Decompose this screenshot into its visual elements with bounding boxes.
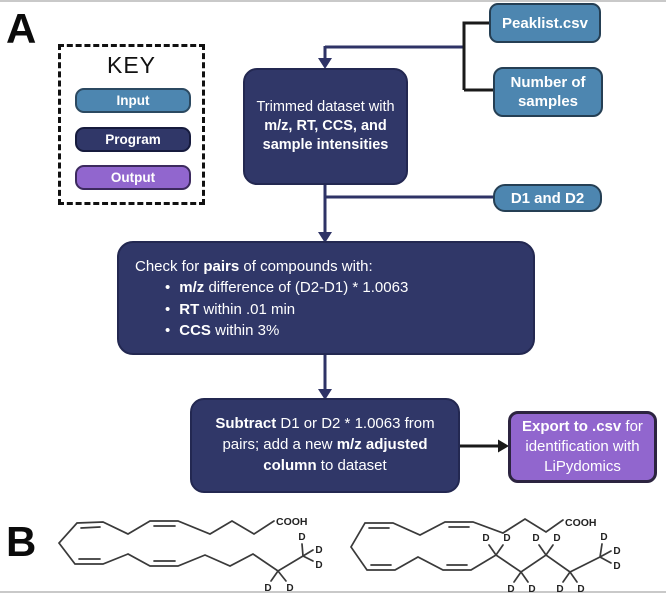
key-legend: KEY Input Program Output: [58, 44, 205, 205]
panel-a-label: A: [6, 5, 37, 52]
check-bullet-rt: • RT within .01 min: [165, 299, 408, 320]
subtract-box: Subtract D1 or D2 * 1.0063 from pairs; a…: [190, 398, 460, 493]
deuterium-label: D: [482, 533, 489, 544]
key-item-output: Output: [75, 165, 191, 190]
peaklist-box: Peaklist.csv: [489, 3, 601, 43]
check-bullet-list: • m/z difference of (D2-D1) * 1.0063 • R…: [165, 277, 408, 341]
deuterium-label: D: [613, 561, 620, 572]
d-bond: [270, 570, 287, 582]
bullet-icon: •: [165, 321, 171, 339]
export-text: Export to .csv for identification with L…: [522, 417, 643, 476]
deuterium-label: D: [298, 532, 305, 543]
deuterium-label: D: [315, 560, 322, 571]
d-bond: [562, 571, 578, 583]
check-bullet-ccs: • CCS within 3%: [165, 320, 408, 341]
d1-d2-label: D1 and D2: [510, 189, 585, 207]
trimmed-dataset-text: Trimmed dataset with m/z, RT, CCS, and s…: [256, 98, 395, 154]
export-box: Export to .csv for identification with L…: [508, 411, 657, 483]
double-bond: [80, 526, 101, 529]
molecule-skeleton: [57, 520, 304, 573]
check-pairs-box: Check for pairs of compounds with: • m/z…: [117, 241, 535, 355]
number-of-samples-box: Number of samples: [493, 67, 603, 117]
molecule-skeleton: [349, 517, 601, 574]
peaklist-label: Peaklist.csv: [502, 14, 588, 32]
bullet-icon: •: [165, 279, 171, 297]
d-bond: [488, 544, 504, 556]
number-of-samples-label: Number of samples: [510, 73, 586, 111]
deuterium-label: D: [613, 546, 620, 557]
deuterium-label: D: [577, 584, 584, 594]
check-bullet-mz: • m/z difference of (D2-D1) * 1.0063: [165, 277, 408, 298]
bullet-icon: •: [165, 300, 171, 318]
trimmed-dataset-box: Trimmed dataset with m/z, RT, CCS, and s…: [243, 68, 408, 185]
deuterium-label: D: [315, 545, 322, 556]
deuterium-label: D: [600, 532, 607, 543]
key-item-input: Input: [75, 88, 191, 113]
deuterium-label: D: [553, 533, 560, 544]
deuterium-label: D: [507, 584, 514, 594]
deuterium-label: D: [286, 583, 293, 594]
cooh-label: COOH: [276, 516, 308, 528]
key-item-program: Program: [75, 127, 191, 152]
key-title: KEY: [106, 52, 157, 78]
subtract-text: Subtract D1 or D2 * 1.0063 from pairs; a…: [215, 415, 435, 474]
deuterium-label: D: [556, 584, 563, 594]
d-bond: [599, 543, 612, 564]
figure-bottom-rule: [0, 591, 666, 593]
molecule-d5-structure: COOH D D D D D: [57, 516, 323, 594]
d1-d2-box: D1 and D2: [493, 184, 602, 212]
figure-top-rule: [0, 0, 666, 2]
deuterium-label: D: [528, 584, 535, 594]
d-bond: [538, 544, 554, 556]
cooh-label: COOH: [565, 517, 597, 529]
deuterium-label: D: [503, 533, 510, 544]
deuterium-label: D: [532, 533, 539, 544]
d-bond: [301, 543, 314, 562]
deuterium-label: D: [264, 583, 271, 594]
d-bond: [513, 571, 529, 583]
check-title: Check for pairs of compounds with:: [135, 258, 373, 275]
panel-b-label: B: [6, 518, 37, 565]
molecule-d11-structure: COOH D D D D D D D D D D D: [349, 517, 621, 594]
